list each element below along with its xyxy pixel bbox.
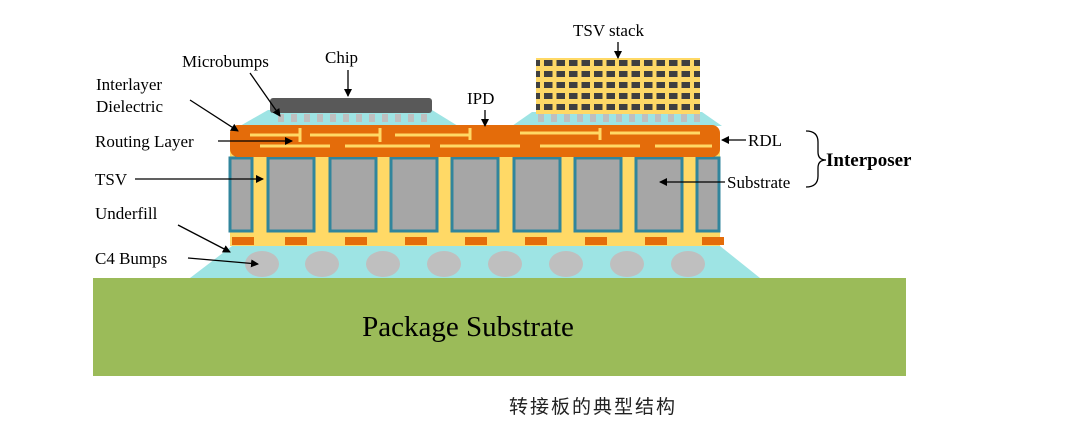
tsv-stack-via xyxy=(652,58,657,114)
rdl-layer xyxy=(230,125,720,157)
package-substrate xyxy=(93,278,906,376)
bottom-pads xyxy=(232,237,724,245)
package-substrate-label: Package Substrate xyxy=(362,311,574,343)
microbump xyxy=(642,114,648,122)
rdl-routing-lines xyxy=(250,128,712,148)
microbump xyxy=(577,114,583,122)
microbumps-arrow xyxy=(249,72,281,117)
rdl-label: RDL xyxy=(748,131,782,150)
caption: 转接板的典型结构 xyxy=(509,396,677,418)
substrate-label: Substrate xyxy=(727,173,790,192)
microbump xyxy=(694,114,700,122)
c4-bumps-label: C4 Bumps xyxy=(95,249,167,268)
microbump xyxy=(655,114,661,122)
tsv-stack xyxy=(536,58,700,114)
interlayer-dielectric-label-2: Dielectric xyxy=(96,97,163,116)
bottom-pad xyxy=(465,237,487,245)
substrate-block xyxy=(573,156,623,233)
interposer-brace xyxy=(805,130,827,188)
underfill-arrow xyxy=(177,224,231,253)
c4-bumps xyxy=(245,251,705,277)
microbump xyxy=(395,114,401,122)
substrate-block xyxy=(228,156,254,233)
microbump xyxy=(603,114,609,122)
microbump xyxy=(629,114,635,122)
microbump xyxy=(668,114,674,122)
substrate-block xyxy=(634,156,684,233)
microbump xyxy=(343,114,349,122)
microbump xyxy=(330,114,336,122)
c4-bump xyxy=(427,251,461,277)
underfill-label: Underfill xyxy=(95,204,158,223)
tsv-stack-via xyxy=(627,58,632,114)
bottom-pad xyxy=(585,237,607,245)
bottom-pad xyxy=(702,237,724,245)
ipd-label: IPD xyxy=(467,89,494,108)
tsv-stack-via xyxy=(615,58,619,114)
microbump xyxy=(564,114,570,122)
microbump xyxy=(616,114,622,122)
tsv-stack-via xyxy=(590,58,594,114)
tsv-stack-via xyxy=(677,58,682,114)
chip xyxy=(270,98,432,113)
microbumps-label: Microbumps xyxy=(182,52,269,71)
microbumps xyxy=(278,114,700,122)
chip-label: Chip xyxy=(325,48,358,67)
c4-bump xyxy=(366,251,400,277)
routing-layer-label: Routing Layer xyxy=(95,132,194,151)
bottom-pad xyxy=(232,237,254,245)
microbump xyxy=(382,114,388,122)
tsv-stack-via xyxy=(577,58,582,114)
tsv-stack-via xyxy=(665,58,669,114)
microbump xyxy=(304,114,310,122)
tsv-stack-via xyxy=(552,58,557,114)
microbump xyxy=(408,114,414,122)
microbump xyxy=(681,114,687,122)
tsv-stack-via xyxy=(565,58,569,114)
substrate-block xyxy=(450,156,500,233)
bottom-pad xyxy=(345,237,367,245)
c4-bumps-arrow xyxy=(187,257,259,268)
bottom-pad xyxy=(645,237,667,245)
microbump xyxy=(538,114,544,122)
substrate-blocks xyxy=(228,156,721,233)
microbump xyxy=(551,114,557,122)
interposer-label: Interposer xyxy=(826,150,912,171)
tsv-stack-via xyxy=(640,58,644,114)
substrate-block xyxy=(328,156,378,233)
c4-bump xyxy=(488,251,522,277)
microbump xyxy=(421,114,427,122)
tsv-stack-label: TSV stack xyxy=(573,21,644,40)
substrate-block xyxy=(512,156,562,233)
substrate-block xyxy=(266,156,316,233)
tsv-stack-via xyxy=(690,58,694,114)
microbump xyxy=(356,114,362,122)
interlayer-dielectric-label-1: Interlayer xyxy=(96,75,162,94)
microbump xyxy=(278,114,284,122)
bottom-pad xyxy=(285,237,307,245)
microbump xyxy=(291,114,297,122)
tsv-label: TSV xyxy=(95,170,128,189)
c4-bump xyxy=(671,251,705,277)
tsv-stack-via xyxy=(602,58,607,114)
c4-bump xyxy=(245,251,279,277)
c4-bump xyxy=(305,251,339,277)
c4-bump xyxy=(610,251,644,277)
microbump xyxy=(369,114,375,122)
microbump xyxy=(590,114,596,122)
bottom-pad xyxy=(525,237,547,245)
substrate-block xyxy=(389,156,439,233)
microbump xyxy=(317,114,323,122)
tsv-stack-via xyxy=(540,58,544,114)
c4-bump xyxy=(549,251,583,277)
interlayer-dielectric-arrow xyxy=(189,99,239,132)
substrate-block xyxy=(695,156,721,233)
bottom-pad xyxy=(405,237,427,245)
